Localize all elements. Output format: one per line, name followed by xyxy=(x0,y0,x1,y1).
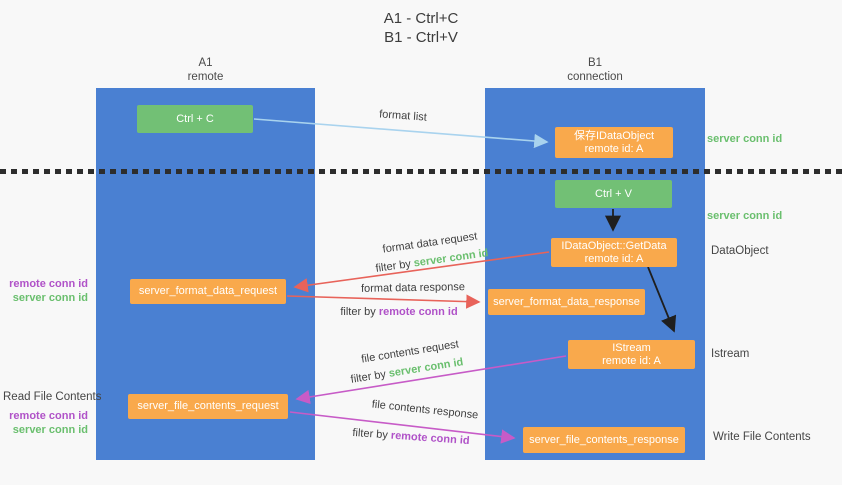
server-format-data-request-box: server_format_data_request xyxy=(130,279,286,304)
ctrl-c-box: Ctrl + C xyxy=(137,105,253,133)
column-header-a1-id: A1 xyxy=(198,57,213,69)
server-conn-id-label: server conn id xyxy=(12,292,88,304)
server-file-contents-response-box: server_file_contents_response xyxy=(523,427,685,453)
format-data-request-arrow xyxy=(293,251,550,293)
filter-prefix: filter by xyxy=(340,306,379,318)
ctrl-v-label: Ctrl + V xyxy=(595,187,632,200)
getdata-line2: remote id: A xyxy=(584,252,644,265)
server-file-contents-response-label: server_file_contents_response xyxy=(529,433,679,446)
server-file-contents-request-box: server_file_contents_request xyxy=(128,394,288,419)
remote-conn-id-highlight: remote conn id xyxy=(378,306,458,318)
file-contents-request-arrow xyxy=(295,355,567,405)
ctrl-v-box: Ctrl + V xyxy=(555,180,672,208)
save-dataobject-box: 保存IDataObject remote id: A xyxy=(555,127,673,158)
diagram-title: A1 - Ctrl+C B1 - Ctrl+V xyxy=(0,9,842,47)
istream-line1: IStream xyxy=(612,341,651,354)
save-dataobject-line1: 保存IDataObject xyxy=(573,129,655,142)
server-format-data-response-label: server_format_data_response xyxy=(493,295,640,308)
dataobject-label: DataObject xyxy=(711,245,769,257)
column-header-a1: A1 remote xyxy=(96,56,315,84)
format-data-response-arrow xyxy=(286,294,481,309)
column-header-b1-name: connection xyxy=(567,71,623,83)
getdata-line1: IDataObject::GetData xyxy=(561,239,667,252)
read-file-contents-label: Read File Contents xyxy=(3,391,102,403)
title-line-2: B1 - Ctrl+V xyxy=(384,29,458,46)
save-dataobject-line2: remote id: A xyxy=(584,142,644,155)
server-format-data-request-label: server_format_data_request xyxy=(138,285,278,297)
column-header-a1-name: remote xyxy=(187,71,224,83)
server-conn-id-label-top: server conn id xyxy=(707,133,783,145)
session-divider-dotted-line xyxy=(0,169,842,174)
format-list-arrow xyxy=(253,118,549,149)
column-header-b1-id: B1 xyxy=(587,57,603,69)
server-conn-id-label: server conn id xyxy=(12,424,88,436)
title-line-1: A1 - Ctrl+C xyxy=(383,10,459,27)
server-format-data-response-box: server_format_data_response xyxy=(488,289,645,315)
remote-conn-id-label: remote conn id xyxy=(9,410,88,422)
left-conn-id-group-2: remote conn id server conn id xyxy=(0,409,88,437)
remote-conn-id-label: remote conn id xyxy=(9,278,88,290)
column-header-b1: B1 connection xyxy=(485,56,705,84)
filter-by-remote-conn-id-label-1: filter by remote conn id xyxy=(340,306,457,318)
write-file-contents-label: Write File Contents xyxy=(713,431,811,443)
file-contents-response-arrow xyxy=(289,411,516,444)
istream-box: IStream remote id: A xyxy=(568,340,695,369)
istream-line2: remote id: A xyxy=(602,354,661,367)
getdata-box: IDataObject::GetData remote id: A xyxy=(551,238,677,267)
istream-side-label: Istream xyxy=(711,348,750,360)
getdata-to-istream-arrow xyxy=(647,266,677,333)
ctrl-c-label: Ctrl + C xyxy=(176,112,214,125)
left-conn-id-group-1: remote conn id server conn id xyxy=(0,277,88,305)
format-data-response-label: format data response xyxy=(360,281,466,295)
server-conn-id-label-mid: server conn id xyxy=(707,210,783,222)
server-file-contents-request-label: server_file_contents_request xyxy=(137,400,279,412)
